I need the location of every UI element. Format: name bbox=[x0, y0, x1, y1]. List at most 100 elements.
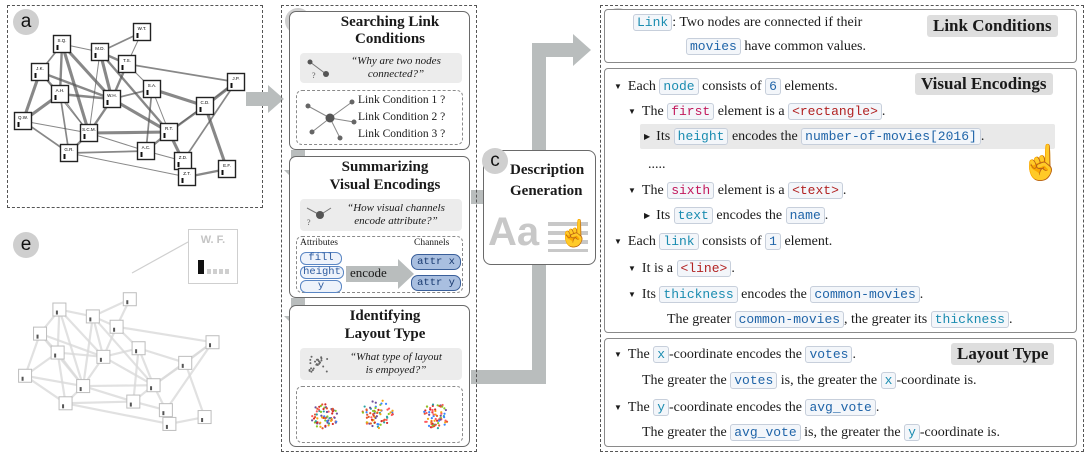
chan-attr-y: attr y bbox=[411, 275, 461, 291]
layout-cluster-dot bbox=[426, 417, 430, 420]
network-node: S.C.M. bbox=[79, 123, 99, 143]
layout-cluster-dot bbox=[312, 417, 316, 420]
card2-node-glyph: ? bbox=[306, 207, 332, 227]
layout-cluster-dot bbox=[431, 424, 434, 427]
layout-cluster-dot bbox=[319, 404, 322, 407]
link-condition-1: Link Condition 1 ? bbox=[358, 94, 446, 106]
network-node bbox=[122, 292, 137, 307]
scatter-dot bbox=[312, 367, 315, 370]
layout-cluster-dot bbox=[389, 411, 392, 414]
card3-scatter-glyph bbox=[308, 355, 329, 373]
panel-a-badge: a bbox=[13, 9, 39, 35]
scatter-dot bbox=[326, 358, 329, 361]
text-glyph: Aa bbox=[488, 210, 540, 254]
svg-text:?: ? bbox=[312, 71, 316, 80]
network-edge bbox=[83, 384, 154, 388]
layout-cluster-dot bbox=[370, 418, 374, 421]
network-node bbox=[52, 302, 67, 317]
layout-cluster-dot bbox=[331, 412, 334, 415]
panel-a bbox=[7, 5, 263, 208]
ve-line-2: ▼The first element is a <rectangle>. bbox=[628, 103, 886, 121]
layout-cluster-dot bbox=[316, 421, 319, 424]
layout-cluster-dot bbox=[443, 412, 446, 415]
layout-cluster-dot bbox=[427, 424, 431, 427]
layout-cluster-dot bbox=[319, 421, 322, 424]
layout-cluster-dot bbox=[317, 408, 321, 411]
network-edge bbox=[58, 308, 105, 358]
token-text: text bbox=[673, 207, 713, 225]
panel-c-title-2: Generation bbox=[510, 183, 583, 199]
arrow-layout-branch bbox=[471, 260, 546, 384]
token-rectangle: <rectangle> bbox=[788, 103, 882, 121]
layout-cluster-dot bbox=[365, 411, 368, 414]
network-edge bbox=[65, 400, 134, 405]
network-node bbox=[58, 396, 73, 411]
scatter-dot bbox=[310, 370, 313, 373]
link-cond-line-1: Link: Two nodes are connected if their bbox=[633, 13, 862, 33]
card3-title-2: Layout Type bbox=[344, 326, 426, 342]
layout-cluster-dot bbox=[382, 419, 385, 422]
network-node: J.P. bbox=[226, 72, 246, 92]
network-node bbox=[131, 341, 146, 356]
network-node bbox=[178, 355, 193, 370]
layout-cluster-dot bbox=[365, 416, 368, 419]
ve-line-9: The greater common-movies, the greater i… bbox=[667, 311, 1013, 328]
network-node bbox=[205, 335, 220, 350]
ve-line-7: ▼It is a <line>. bbox=[628, 260, 735, 278]
network-node: J.K. bbox=[30, 62, 50, 82]
attributes-label: Attributes bbox=[300, 238, 338, 248]
network-node-label: Z.T. bbox=[183, 171, 191, 176]
layout-cluster-dot bbox=[377, 426, 381, 430]
network-node bbox=[85, 309, 100, 324]
layout-cluster-dot bbox=[367, 415, 370, 418]
layout-cluster-dot bbox=[386, 408, 389, 411]
attr-y: y bbox=[300, 280, 342, 293]
token-6: 6 bbox=[765, 78, 781, 96]
network-edge bbox=[68, 152, 188, 178]
layout-cluster-dot bbox=[432, 413, 435, 416]
layout-cluster-dot bbox=[383, 421, 386, 424]
scatter-dot bbox=[309, 358, 312, 361]
network-edge bbox=[184, 362, 206, 418]
card1-quote-box: “Why are two nodes connected?” bbox=[300, 53, 462, 83]
link-cond-text-1: : Two nodes are connected if their bbox=[672, 15, 863, 30]
token-avg-vote-2: avg_vote bbox=[730, 424, 801, 441]
network-node: G.R. bbox=[59, 143, 79, 163]
layout-cluster-dot bbox=[361, 411, 365, 414]
layout-cluster-dot bbox=[429, 406, 432, 410]
layout-cluster-dot bbox=[437, 422, 440, 425]
layout-cluster-dot bbox=[319, 425, 322, 428]
layout-cluster-dot bbox=[436, 419, 439, 422]
layout-cluster-dot bbox=[363, 405, 366, 408]
link-cond-text-2: have common values. bbox=[744, 39, 866, 54]
layout-cluster-dot bbox=[324, 419, 327, 422]
layout-cluster-dot bbox=[374, 401, 377, 404]
ve-line-5: ▶Its text encodes the name. bbox=[644, 207, 829, 225]
layout-cluster-dot bbox=[334, 409, 337, 412]
scatter-dot bbox=[320, 359, 323, 362]
layout-cluster-dot bbox=[322, 410, 325, 413]
layout-cluster-dot bbox=[445, 420, 449, 423]
attr-fill: fill bbox=[300, 252, 342, 265]
layout-cluster-dot bbox=[326, 415, 329, 418]
token-node: node bbox=[659, 78, 699, 96]
panel-c-badge: c bbox=[482, 148, 508, 174]
token-name: name bbox=[785, 207, 825, 225]
hand-pointer-icon: ☝ bbox=[1020, 145, 1063, 182]
layout-cluster-dot bbox=[319, 410, 323, 413]
layout-cluster-dot bbox=[370, 416, 373, 419]
scatter-dot bbox=[314, 360, 317, 363]
layout-cluster-dot bbox=[366, 421, 369, 424]
layout-cluster-dot bbox=[443, 416, 446, 419]
arrow-c-to-d bbox=[532, 34, 591, 150]
link-condition-3: Link Condition 3 ? bbox=[358, 128, 446, 140]
zoom-bar-glyph bbox=[198, 260, 204, 274]
layout-cluster-dot bbox=[377, 408, 380, 411]
scatter-dot bbox=[311, 369, 314, 372]
token-votes-2: votes bbox=[730, 372, 778, 389]
ve-line-8: ▼Its thickness encodes the common-movies… bbox=[628, 286, 924, 304]
token-y: y bbox=[653, 399, 669, 417]
layout-cluster-dot bbox=[379, 409, 382, 412]
layout-cluster-dot bbox=[314, 420, 317, 423]
ve-line-3[interactable]: ▶Its height encodes the number-of-movies… bbox=[644, 128, 985, 146]
